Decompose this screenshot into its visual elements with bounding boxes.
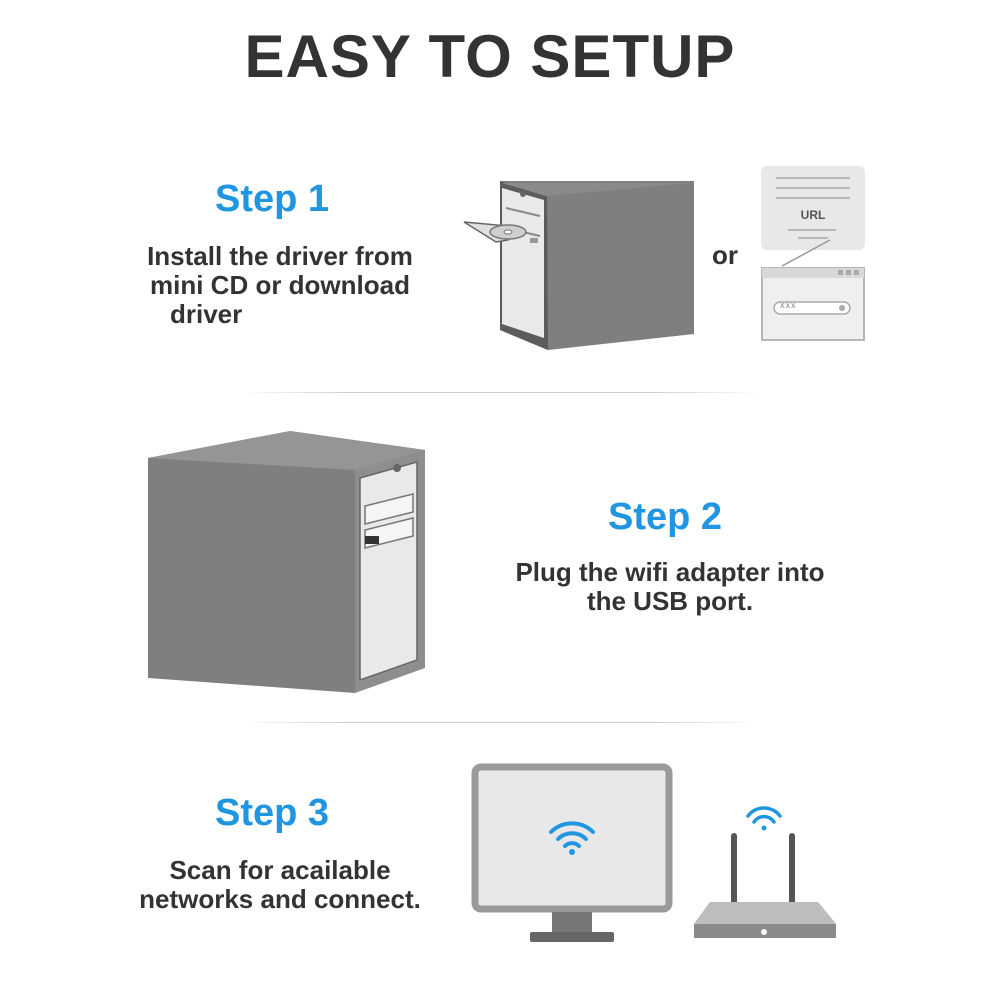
divider-2 xyxy=(240,722,760,723)
browser-window-icon xyxy=(761,267,865,341)
step2-line-2: the USB port. xyxy=(586,586,754,616)
router-wifi-icon xyxy=(694,806,836,938)
computer-tower-cd-icon xyxy=(463,181,694,350)
step2-heading: Step 2 xyxy=(607,496,723,538)
url-connector xyxy=(781,239,831,267)
url-label: URL xyxy=(800,208,826,222)
address-bar-text: xxx xyxy=(780,300,797,310)
page-title: EASY TO SETUP xyxy=(244,23,736,90)
step1-text: Install the driver from mini CD or downl… xyxy=(100,242,460,329)
or-label: or xyxy=(712,240,738,270)
step1-line-3: driver xyxy=(170,299,243,329)
divider-1 xyxy=(240,392,760,393)
step2-text: Plug the wifi adapter into the USB port. xyxy=(470,558,870,616)
step3-line-1: Scan for acailable xyxy=(169,855,391,885)
step1-heading: Step 1 xyxy=(214,178,330,220)
monitor-wifi-icon xyxy=(471,763,673,942)
step3-line-2: networks and connect. xyxy=(139,884,421,914)
step2-line-1: Plug the wifi adapter into xyxy=(515,557,825,587)
url-document-icon xyxy=(761,166,865,250)
step3-heading: Step 3 xyxy=(214,792,330,834)
step1-line-2: mini CD or download xyxy=(150,270,410,300)
step3-text: Scan for acailable networks and connect. xyxy=(100,856,460,914)
step1-line-1: Install the driver from xyxy=(147,241,413,271)
computer-tower-usb-icon xyxy=(148,431,425,693)
